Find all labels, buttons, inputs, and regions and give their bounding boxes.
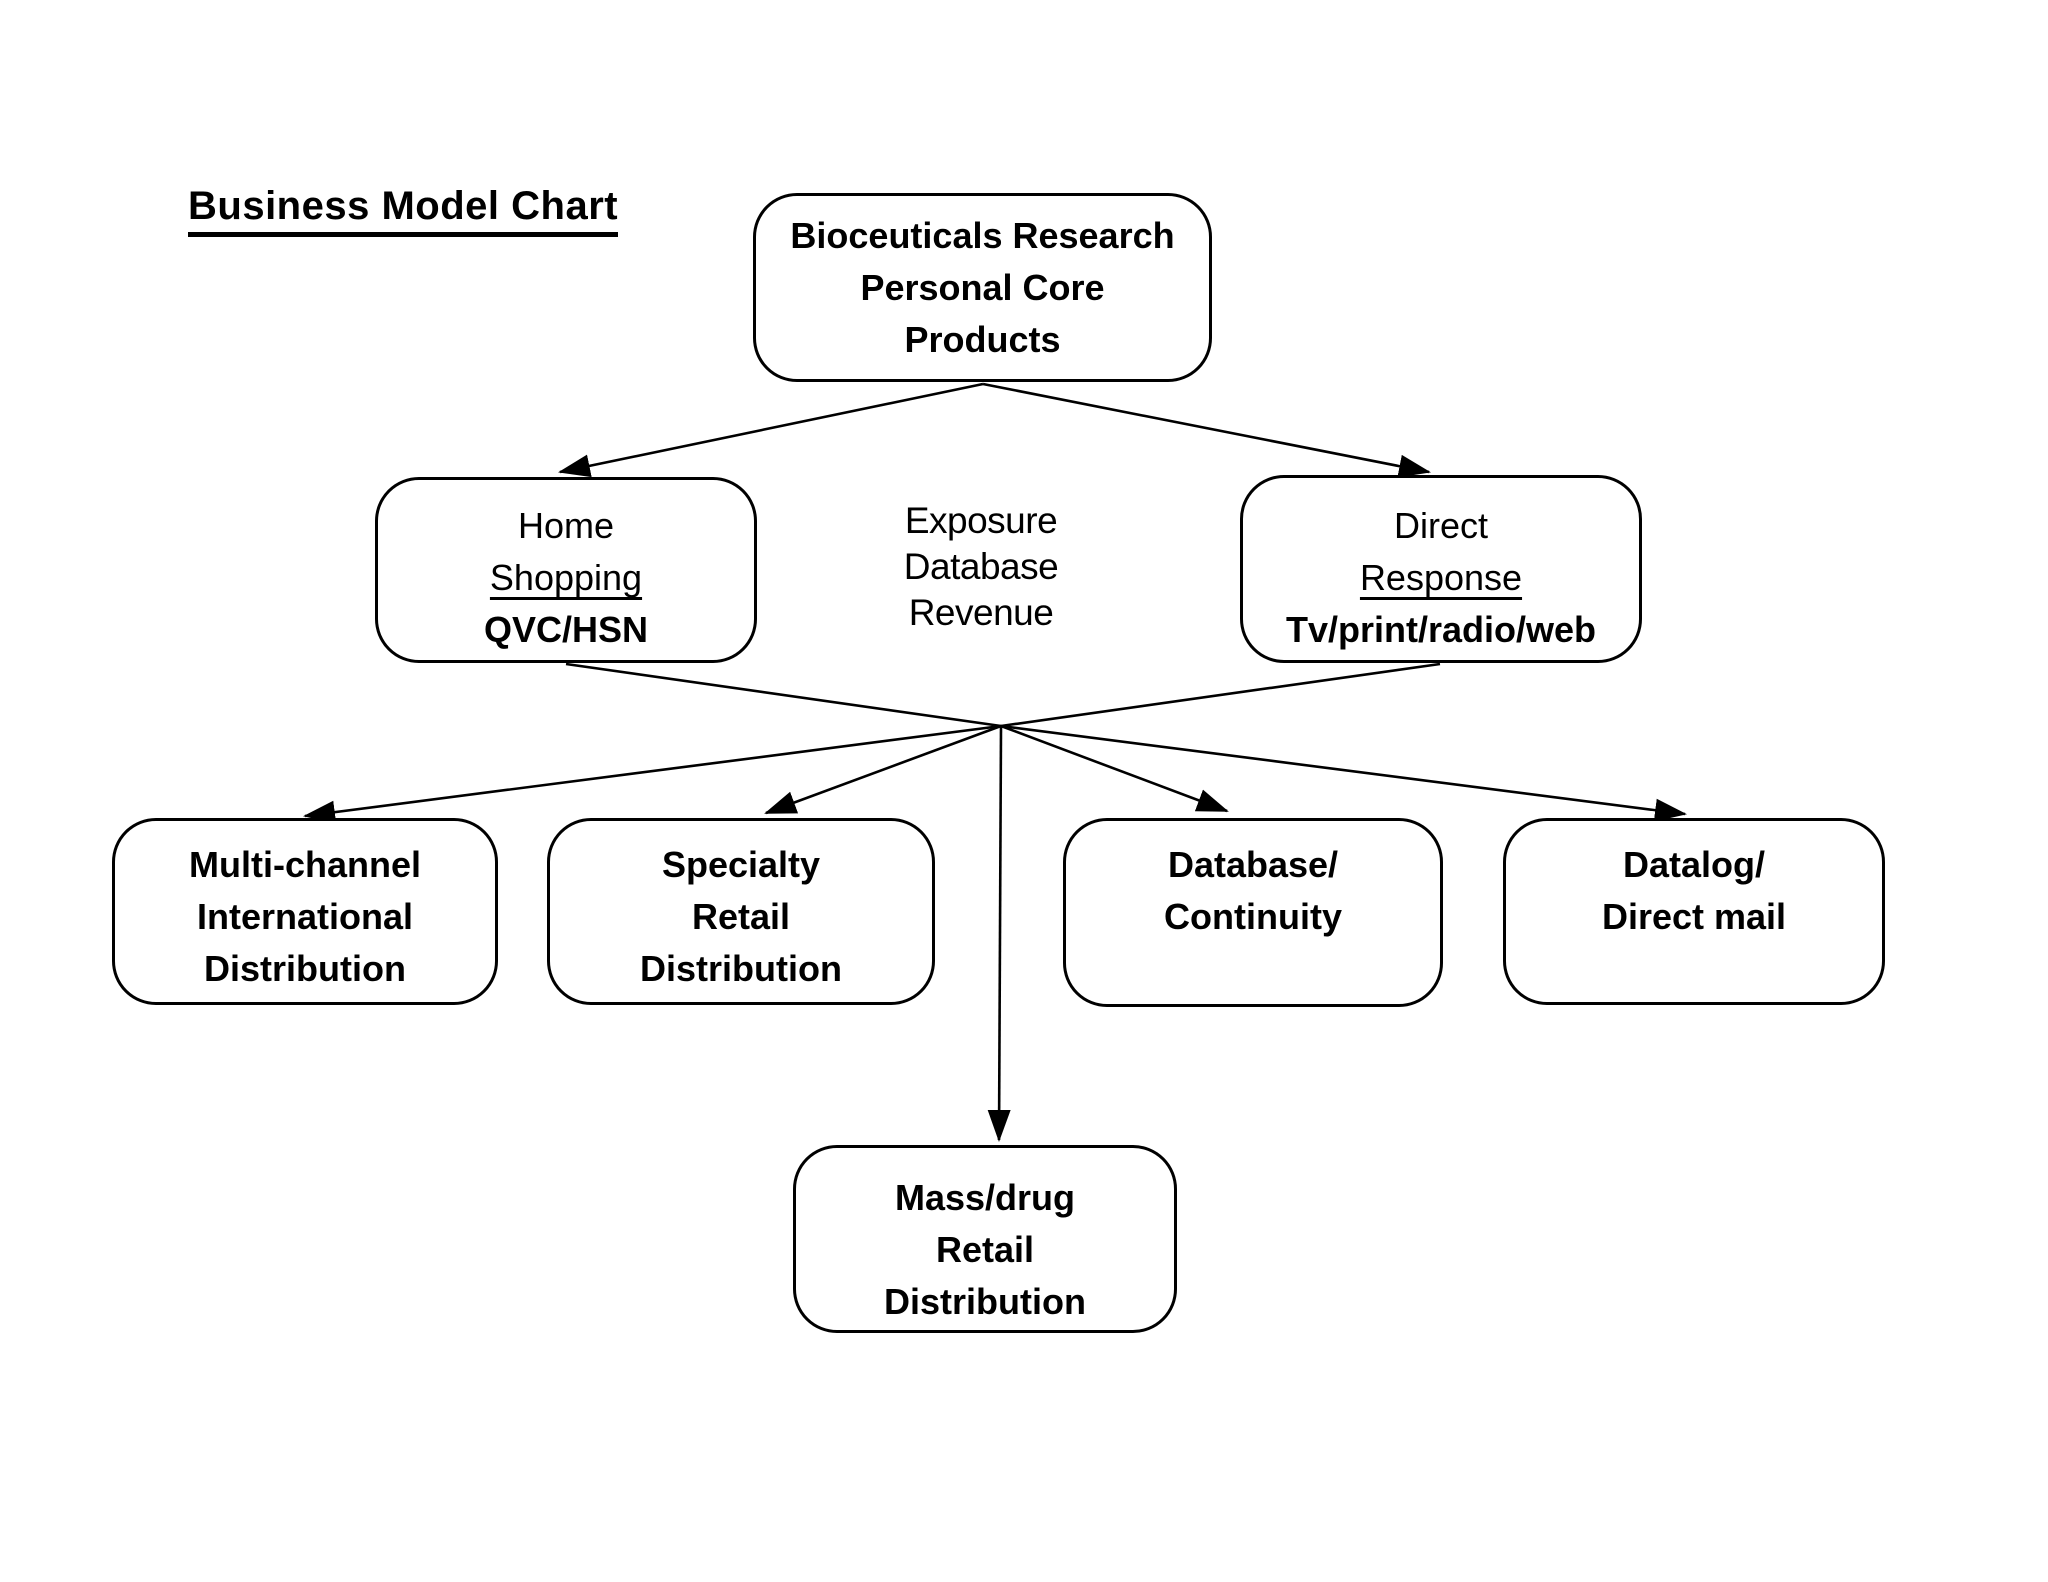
node-line: Bioceuticals Research — [790, 215, 1175, 256]
node-database-continuity: Database/ Continuity — [1063, 818, 1443, 1007]
node-line: Mass/drug — [894, 1177, 1076, 1218]
node-line: Datalog/ — [1622, 844, 1765, 885]
edge-junction-to-multi-channel — [303, 724, 1002, 824]
node-line: Multi-channel — [189, 844, 421, 885]
edge-bioceuticals-to-home — [558, 382, 984, 478]
exposure-database-revenue-label: Exposure Database Revenue — [831, 498, 1131, 636]
node-line: Distribution — [884, 1281, 1086, 1322]
node-line: Distribution — [640, 948, 842, 989]
node-line: QVC/HSN — [483, 609, 649, 650]
node-line: Tv/print/radio/web — [1285, 609, 1597, 650]
node-bioceuticals-research: Bioceuticals Research Personal Core Prod… — [753, 193, 1212, 382]
edge-junction-to-mass-drug — [987, 725, 1011, 1142]
page-title: Business Model Chart — [188, 184, 619, 237]
label-line: Revenue — [908, 592, 1054, 633]
node-line: International — [196, 896, 414, 937]
node-line: Products — [904, 319, 1061, 360]
node-multi-channel-international-distribution: Multi-channel International Distribution — [112, 818, 498, 1005]
node-line: Distribution — [204, 948, 406, 989]
node-line: Retail — [935, 1229, 1035, 1270]
node-line: Retail — [691, 896, 791, 937]
edge-bioceuticals-to-direct — [982, 382, 1431, 478]
node-line: Home — [517, 505, 615, 546]
node-specialty-retail-distribution: Specialty Retail Distribution — [547, 818, 935, 1005]
edge-home-to-junction — [565, 662, 1002, 728]
edge-junction-to-database — [1000, 724, 1229, 813]
label-line: Exposure — [904, 500, 1058, 541]
label-line: Database — [903, 546, 1059, 587]
node-line: Specialty — [661, 844, 821, 885]
node-line: Continuity — [1164, 896, 1342, 937]
node-line: Response — [1359, 557, 1523, 598]
node-direct-response: Direct Response Tv/print/radio/web — [1240, 475, 1642, 663]
node-home-shopping: Home Shopping QVC/HSN — [375, 477, 757, 663]
node-datalog-direct-mail: Datalog/ Direct mail — [1503, 818, 1885, 1005]
node-line: Direct — [1393, 505, 1488, 546]
node-line: Shopping — [489, 557, 643, 598]
node-line: Database/ — [1167, 844, 1339, 885]
node-line: Direct mail — [1601, 896, 1787, 937]
node-line: Personal Core — [860, 267, 1105, 308]
edge-direct-to-junction — [1000, 662, 1441, 728]
node-mass-drug-retail-distribution: Mass/drug Retail Distribution — [793, 1145, 1177, 1333]
edge-junction-to-datalog — [1000, 724, 1687, 822]
edge-junction-to-specialty — [764, 724, 1002, 815]
